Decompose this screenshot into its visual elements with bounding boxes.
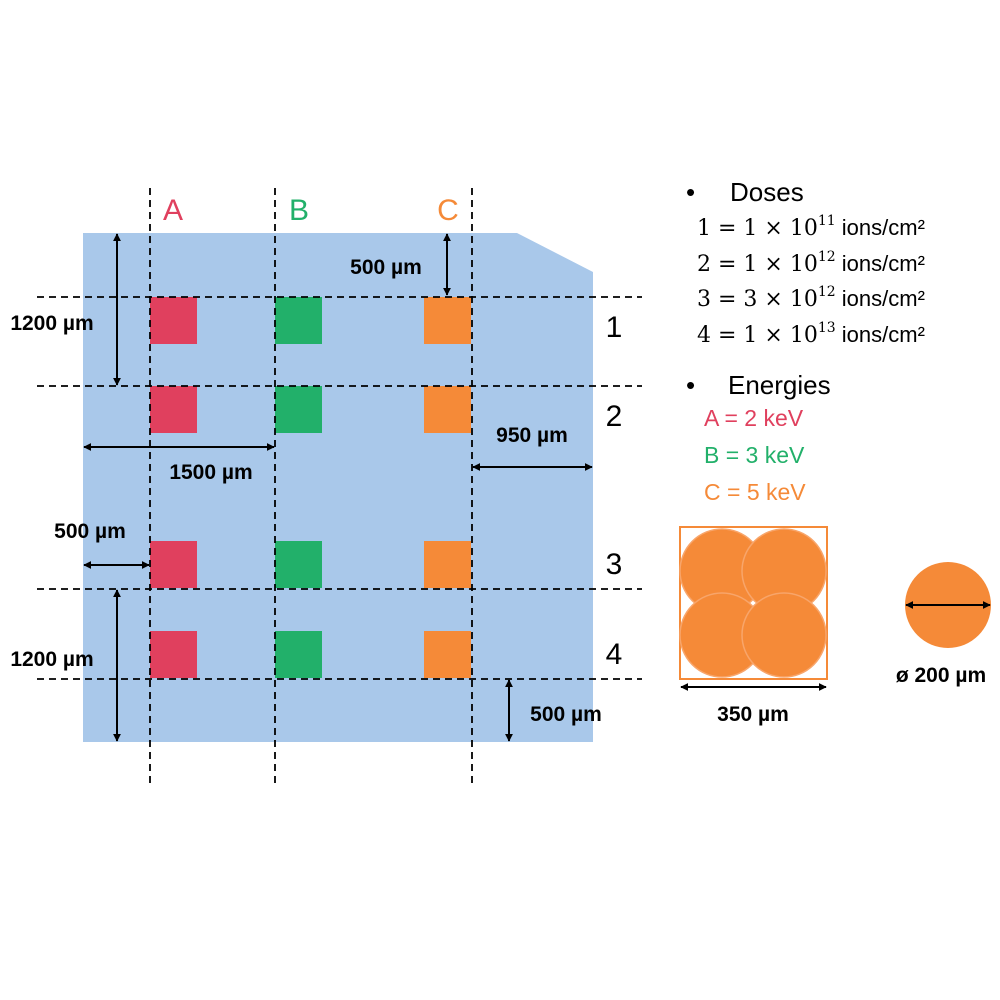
dim-label-row-height-bottom: 1200 µm xyxy=(10,648,93,671)
dim-label-left-margin: 500 µm xyxy=(54,520,126,543)
energy-b: B = 3 keV xyxy=(704,442,805,468)
column-label-b: B xyxy=(289,194,309,227)
implant-square-c3 xyxy=(424,541,471,588)
dim-label-row-height-top: 1200 µm xyxy=(10,312,93,335)
energies-bullet: • xyxy=(686,370,695,400)
implant-square-b2 xyxy=(275,386,322,433)
dose-line-2: 2 = 1 × 1012 ions/cm² xyxy=(697,249,925,277)
beam-spot-4 xyxy=(741,592,827,678)
dim-label-top-margin: 500 µm xyxy=(350,256,422,279)
implant-square-c2 xyxy=(424,386,471,433)
dim-label-col-spacing: 1500 µm xyxy=(169,461,252,484)
dose-list: 1 = 1 × 1011 ions/cm² 2 = 1 × 1012 ions/c… xyxy=(697,213,925,348)
implant-square-b3 xyxy=(275,541,322,588)
dose-line-1: 1 = 1 × 1011 ions/cm² xyxy=(697,213,925,241)
implant-square-a2 xyxy=(150,386,197,433)
dim-label-right-margin: 950 µm xyxy=(496,424,568,447)
dose-line-3: 3 = 3 × 1012 ions/cm² xyxy=(697,284,925,312)
beam-spot-single-group: ø 200 µm xyxy=(896,562,991,687)
energy-c: C = 5 keV xyxy=(704,479,806,505)
energy-a: A = 2 keV xyxy=(704,405,804,431)
row-label-4: 4 xyxy=(606,638,623,671)
doses-title: Doses xyxy=(730,177,804,207)
row-label-1: 1 xyxy=(606,311,623,344)
grid-lines xyxy=(37,188,642,783)
implant-square-b4 xyxy=(275,631,322,678)
beam-square-group: 350 µm xyxy=(679,526,828,726)
row-label-3: 3 xyxy=(606,548,623,581)
implant-square-a3 xyxy=(150,541,197,588)
dim-label-spot-diameter: ø 200 µm xyxy=(896,664,986,687)
implant-square-c4 xyxy=(424,631,471,678)
energies-title: Energies xyxy=(728,370,831,400)
dim-label-bottom-margin: 500 µm xyxy=(530,703,602,726)
dose-line-4: 4 = 1 × 1013 ions/cm² xyxy=(697,320,925,348)
column-label-c: C xyxy=(437,194,459,227)
implant-squares xyxy=(150,297,471,678)
row-label-2: 2 xyxy=(606,400,623,433)
beam-square-outline xyxy=(679,526,828,680)
implant-square-c1 xyxy=(424,297,471,344)
substrate xyxy=(83,233,593,742)
column-label-a: A xyxy=(163,194,183,227)
implant-square-b1 xyxy=(275,297,322,344)
implant-square-a1 xyxy=(150,297,197,344)
dim-label-square-size: 350 µm xyxy=(717,703,789,726)
doses-bullet: • xyxy=(686,177,695,207)
implant-square-a4 xyxy=(150,631,197,678)
